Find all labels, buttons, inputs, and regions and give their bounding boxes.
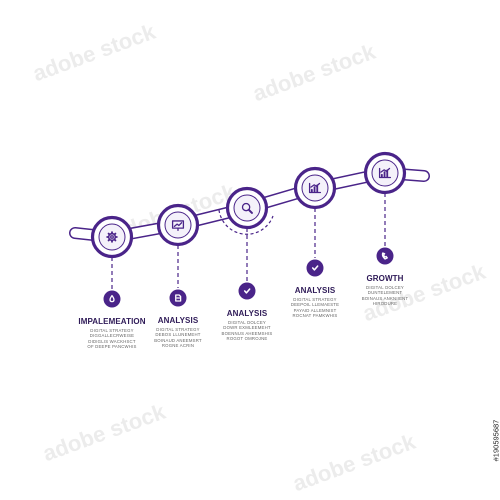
- description-line: BOINAUS ANKNIIENT: [361, 295, 409, 301]
- description-line: OF DEEPE PANCWHIS: [87, 343, 137, 349]
- step-title: IMPALEMEATION: [78, 317, 146, 326]
- sub-node-1: [103, 290, 121, 308]
- description-line: DEEPOIL LLEMAESTE: [290, 302, 340, 308]
- description-line: HIRODURE: [372, 300, 398, 306]
- sub-node-4: [306, 259, 324, 277]
- magnifier-icon: [241, 202, 253, 214]
- document-icon: [175, 294, 182, 302]
- timeline-node-5: [363, 151, 407, 195]
- description-line: DIGGALLECRWEISE: [89, 333, 135, 339]
- timeline-node-2: [156, 203, 200, 247]
- description-line: BOENNUS AHEEMSHIS: [221, 330, 273, 336]
- bar-chart-icon: [308, 182, 322, 194]
- description-line: DIGITAL DOLCEY: [228, 320, 266, 325]
- presentation-chart-icon: [171, 220, 185, 232]
- step-title: GROWTH: [366, 274, 404, 283]
- description-line: DIGITAL STRATEGY: [90, 328, 134, 333]
- sub-node-5: [376, 247, 394, 265]
- description-line: DIGITAL STRATEGY: [156, 327, 200, 332]
- step-title: ANALYSIS: [294, 286, 336, 295]
- description-line: ROGOT OMROJNE: [226, 335, 268, 341]
- description-line: PAYAID ALLEMNIST: [293, 307, 337, 313]
- description-line: ROCNAT PAMKWHIS: [292, 312, 338, 318]
- description-line: DEBOS LLUNEMEHT: [155, 332, 201, 338]
- check-icon: [243, 288, 251, 294]
- description-line: DIDIGLIS WACKHSCT: [88, 338, 136, 344]
- gear-icon: [106, 231, 118, 243]
- node-inner-ring: [233, 194, 261, 222]
- description-line: DUNTELEMENT: [367, 290, 403, 296]
- sub-node-circle: [103, 290, 121, 308]
- sub-node-3: [238, 282, 256, 300]
- description-line: DOWR EXMLEEMEHT: [223, 325, 271, 331]
- check-icon: [311, 265, 319, 271]
- description-line: DIGITAL DOLCEY: [366, 285, 404, 290]
- timeline-node-1: [90, 215, 134, 259]
- description-line: BOINAUD ANEEMSRT: [154, 337, 202, 343]
- sub-node-circle: [376, 247, 394, 265]
- node-inner-ring: [98, 223, 126, 251]
- step-title: ANALYSIS: [157, 316, 199, 325]
- timeline-node-3: [218, 186, 274, 235]
- timeline-node-4: [293, 166, 337, 210]
- stock-id: #190595687: [491, 419, 500, 462]
- drop-icon: [109, 294, 115, 303]
- step-title: ANALYSIS: [226, 309, 268, 318]
- timeline-nodes: [90, 151, 407, 308]
- sub-node-2: [169, 289, 187, 307]
- bar-chart-icon: [378, 167, 392, 179]
- description-line: ROGNE ACRIN: [161, 342, 195, 348]
- connector-lines: [111, 193, 386, 289]
- description-line: DIGITAL STRATEGY: [293, 297, 337, 302]
- phone-icon: [381, 252, 388, 260]
